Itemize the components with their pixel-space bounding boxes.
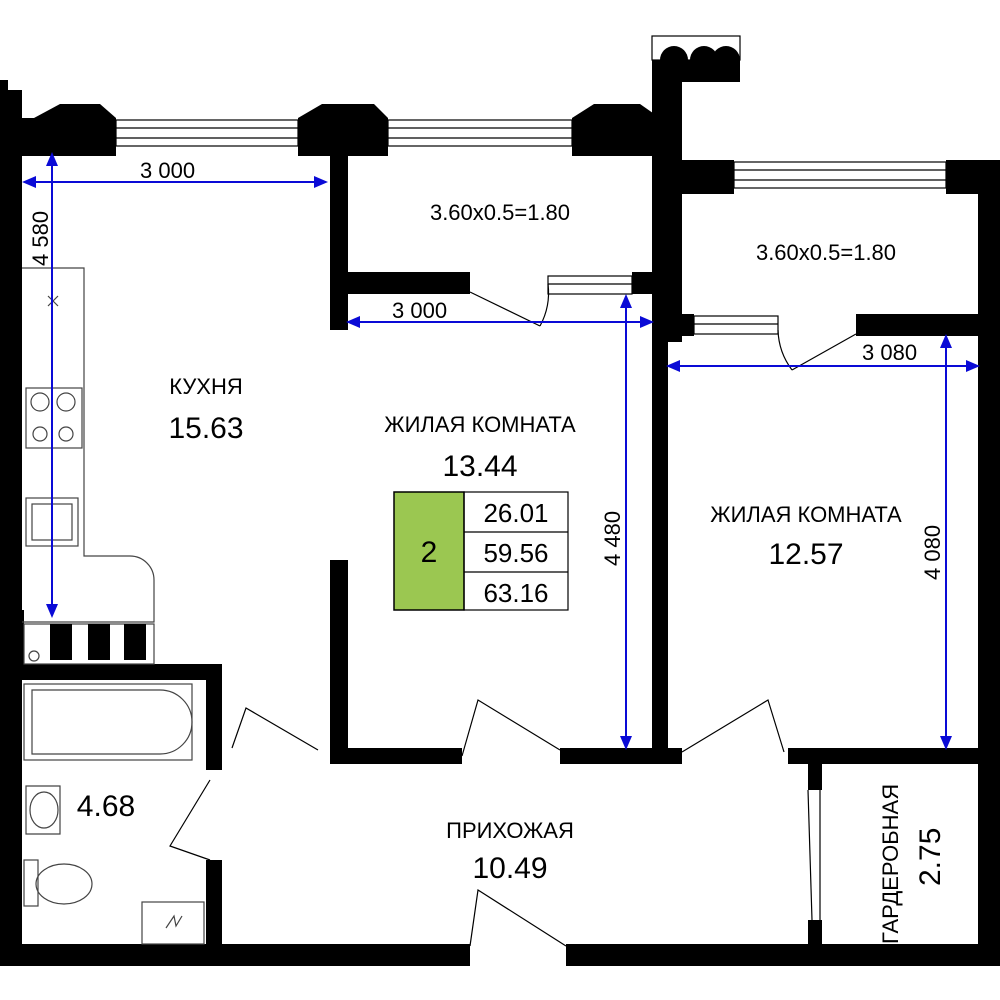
rooms-count-badge (393, 491, 465, 611)
window-top-column (651, 35, 741, 61)
total-area-value: 59.56 (483, 538, 548, 568)
window-kitchen (115, 119, 299, 147)
toilet-icon (23, 859, 93, 907)
kitchen-fixtures (22, 267, 155, 665)
windows (115, 35, 947, 335)
wardrobe-name: ГАРДЕРОБНАЯ (878, 784, 903, 944)
living2-area: 12.57 (768, 538, 843, 571)
stove-icon (25, 387, 83, 449)
kitchen-name: КУХНЯ (169, 374, 243, 399)
living-area-value: 26.01 (483, 498, 548, 528)
total-with-balcony-value: 63.16 (483, 578, 548, 608)
window-living1 (387, 119, 573, 147)
hall-area: 10.49 (472, 852, 547, 885)
rooms-count: 2 (421, 536, 438, 569)
bathroom-fixtures (23, 683, 205, 945)
living2-name: ЖИЛАЯ КОМНАТА (710, 502, 902, 527)
living2-width-label: 3 080 (862, 340, 917, 365)
wardrobe-area: 2.75 (914, 828, 947, 886)
living2-length-label: 4 080 (920, 525, 945, 580)
balcony-door-1 (547, 275, 633, 295)
kitchen-width-label: 3 000 (140, 158, 195, 183)
dimension-lines (22, 152, 980, 750)
bathtub-icon (23, 683, 193, 761)
balcony-left-label: 3.60x0.5=1.80 (430, 200, 570, 225)
apartment-summary: 2 26.01 59.56 63.16 (393, 491, 569, 611)
bathroom-area: 4.68 (77, 790, 135, 823)
kitchen-length-label: 4 580 (28, 211, 53, 266)
living1-length-label: 4 480 (600, 511, 625, 566)
hall-name: ПРИХОЖАЯ (446, 818, 574, 843)
shower-drain-icon (141, 901, 205, 945)
living1-width-label: 3 000 (392, 298, 447, 323)
balcony-door-2 (693, 315, 779, 335)
kitchen-area: 15.63 (168, 412, 243, 445)
balcony-right-label: 3.60x0.5=1.80 (756, 240, 896, 265)
doors (169, 283, 857, 947)
walls (0, 60, 1000, 966)
window-balcony2 (733, 161, 947, 189)
washbasin-icon (25, 785, 61, 835)
living1-area: 13.44 (442, 450, 517, 483)
living1-name: ЖИЛАЯ КОМНАТА (384, 412, 576, 437)
